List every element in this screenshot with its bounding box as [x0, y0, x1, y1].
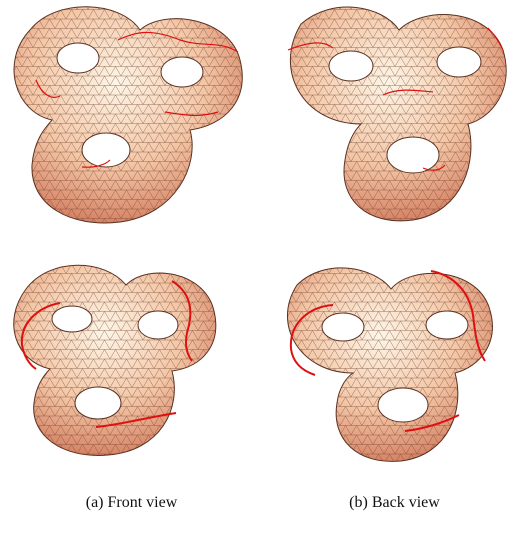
genus-3-mesh-front-bottom	[0, 245, 263, 490]
back-view-top-panel	[263, 0, 526, 245]
genus-3-mesh-back-bottom	[263, 245, 526, 490]
genus-3-mesh-front-top	[0, 0, 263, 245]
front-view-bottom-panel	[0, 245, 263, 490]
front-view-top-panel	[0, 0, 263, 245]
genus-3-mesh-back-top	[263, 0, 526, 245]
back-view-caption: (b) Back view	[263, 494, 526, 512]
front-view-caption: (a) Front view	[0, 494, 263, 512]
back-view-bottom-panel	[263, 245, 526, 490]
